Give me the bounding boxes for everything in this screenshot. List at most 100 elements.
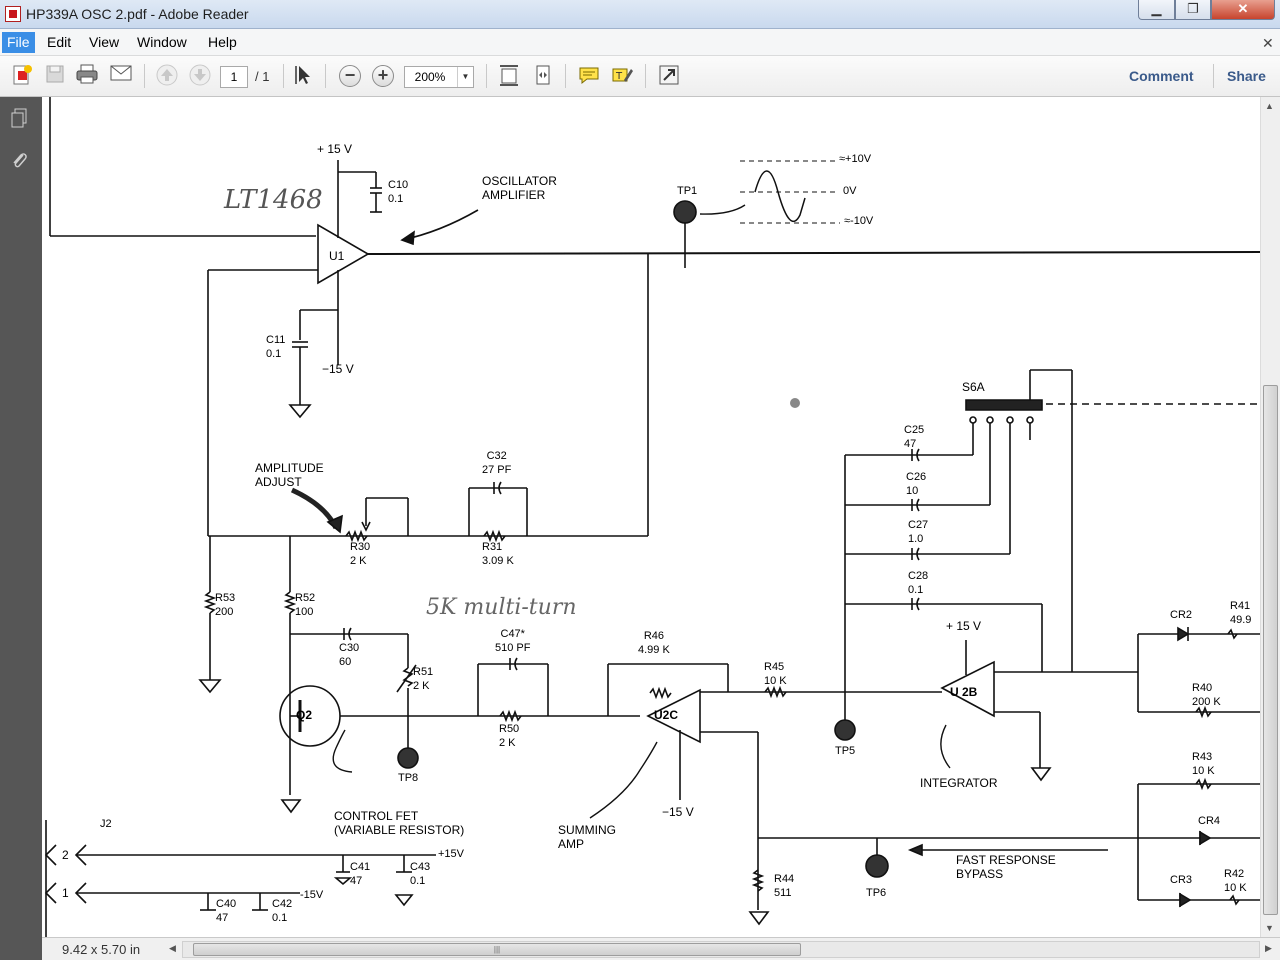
highlight-icon[interactable]: T [608,63,636,89]
c25-name: C25 [904,424,925,436]
page-size-readout: 9.42 x 5.70 in [62,942,141,957]
adobe-reader-app-icon [5,6,21,22]
label-u2b: U 2B [950,685,978,699]
email-icon[interactable] [107,63,135,89]
c11-value: 0.1 [266,348,282,360]
osc-line2: AMPLIFIER [482,188,546,202]
print-icon[interactable] [73,63,101,89]
c42-value: 0.1 [272,912,288,924]
r30-value: 2 K [350,555,367,567]
r31-value: 3.09 K [482,555,514,567]
r52-value: 100 [295,606,314,618]
r41-value: 49.9 [1230,614,1252,626]
r41-name: R41 [1230,600,1251,612]
toolbar: / 1 − + ▼ T Comment Share [0,56,1280,97]
menu-window[interactable]: Window [137,34,187,50]
scroll-up-icon[interactable]: ▲ [1265,101,1274,111]
maximize-button[interactable]: ❐ [1175,0,1211,20]
next-page-icon[interactable] [186,63,214,89]
c30-name: C30 [339,642,360,654]
r44-name: R44 [774,873,795,885]
page-number-input[interactable] [220,66,248,88]
pages-panel-icon[interactable] [8,107,30,129]
page-total: / 1 [255,69,270,84]
r52-name: R52 [295,592,316,604]
close-document-icon[interactable]: ✕ [1262,35,1274,51]
c41-name: C41 [350,861,371,873]
close-window-button[interactable]: ✕ [1211,0,1275,20]
label-cr4: CR4 [1198,815,1221,827]
c32-value: 27 PF [482,464,512,476]
select-tool-icon[interactable] [290,63,318,89]
zoom-out-button[interactable]: − [339,65,361,87]
label-cr2: CR2 [1170,609,1193,621]
zoom-combobox[interactable]: ▼ [404,66,474,88]
zoom-input[interactable] [405,67,455,87]
comment-button[interactable]: Comment [1129,68,1194,84]
zoom-in-button[interactable]: + [372,65,394,87]
full-screen-icon[interactable] [655,63,683,89]
share-button[interactable]: Share [1227,68,1266,84]
menu-file[interactable]: File [2,32,35,53]
vertical-scrollbar[interactable]: ▲ ▼ [1260,97,1280,937]
label-j2: J2 [100,818,112,830]
chevron-down-icon[interactable]: ▼ [457,67,473,87]
sum-line2: AMP [558,837,585,851]
label-cr3: CR3 [1170,874,1193,886]
c26-value: 10 [906,485,919,497]
previous-page-icon[interactable] [153,63,181,89]
fet-line1: CONTROL FET [334,809,419,823]
menu-bar: File Edit View Window Help [0,29,1280,56]
vertical-scroll-thumb[interactable] [1263,385,1278,915]
fet-line2: (VARIABLE RESISTOR) [334,823,465,837]
r50-value: 2 K [499,737,516,749]
fit-width-icon[interactable] [529,63,557,89]
menu-help[interactable]: Help [208,34,237,50]
menu-view[interactable]: View [89,34,120,50]
save-icon[interactable] [41,63,69,89]
r50-name: R50 [499,723,520,735]
r51-name: R51 [413,666,434,678]
toolbar-separator [565,64,566,88]
horizontal-scrollbar[interactable]: ◀ ||| ▶ [169,941,1272,958]
label-r45: R45 10 K [764,660,787,688]
c43-name: C43 [410,861,431,873]
scroll-right-icon[interactable]: ▶ [1265,943,1272,953]
label-s6a: S6A [962,380,985,394]
label-tp8: TP8 [398,772,419,784]
horizontal-scroll-thumb[interactable]: ||| [193,943,801,956]
label-c47: C47*510 PF [495,627,530,655]
menu-edit[interactable]: Edit [47,34,72,50]
create-pdf-icon[interactable] [8,63,36,89]
r45-value: 10 K [764,675,787,687]
toolbar-separator [144,64,145,88]
r46-name: R46 [643,630,664,642]
c26-name: C26 [906,471,927,483]
c47-value: 510 PF [495,642,531,654]
r30-name: R30 [350,541,371,553]
r45-name: R45 [764,661,785,673]
minimize-button[interactable]: ▁ [1138,0,1175,20]
sticky-note-icon[interactable] [575,63,603,89]
scroll-left-icon[interactable]: ◀ [169,943,176,953]
label-supply-pos: + 15 V [317,142,353,156]
fit-page-icon[interactable] [495,63,523,89]
scroll-down-icon[interactable]: ▼ [1265,923,1274,933]
attachments-icon[interactable] [8,149,30,171]
status-bar: 9.42 x 5.70 in ◀ ||| ▶ [42,937,1280,960]
label-minus15-u2c: −15 V [662,805,694,819]
label-integrator: INTEGRATOR [920,776,998,790]
navigation-panel [0,97,42,960]
